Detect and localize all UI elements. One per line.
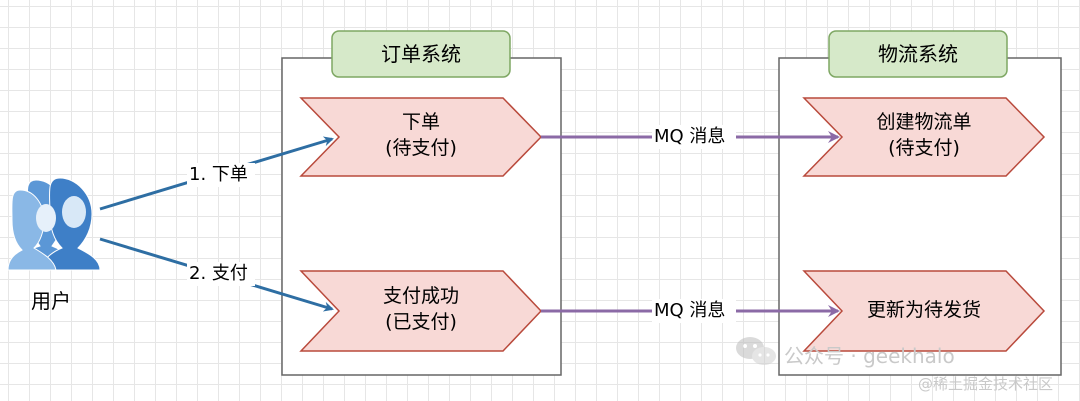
step-payment-success xyxy=(299,270,543,352)
logistics-system-title: 物流系统 xyxy=(878,42,958,66)
mq-label-bg-2 xyxy=(652,299,736,323)
step-update-to-be-shipped-line1: 更新为待发货 xyxy=(866,299,981,321)
step-payment-success-line1: 支付成功 xyxy=(382,285,459,307)
step-create-shipment-line1: 创建物流单 xyxy=(876,111,972,133)
mq-message-label-2: MQ 消息 xyxy=(654,300,726,321)
juejin-watermark: @稀土掘金技术社区 xyxy=(918,375,1054,393)
user-group-icon xyxy=(7,177,101,271)
mq-label-bg-1 xyxy=(652,125,736,149)
step-place-order-line2: (待支付) xyxy=(385,137,457,159)
order-label-bg xyxy=(187,163,255,187)
wechat-watermark: 公众号 · geekhalo xyxy=(784,344,955,368)
logistics-system-title-tab xyxy=(828,30,1008,78)
user-action-place-order-label: 1. 下单 xyxy=(189,164,248,185)
user-action-pay-label: 2. 支付 xyxy=(189,263,248,284)
order-system-title: 订单系统 xyxy=(381,42,461,66)
step-create-shipment xyxy=(802,97,1046,177)
step-create-shipment-line2: (待支付) xyxy=(888,137,960,159)
step-payment-success-line2: (已支付) xyxy=(385,311,457,333)
pay-label-bg xyxy=(187,262,255,286)
wechat-icon xyxy=(736,337,776,365)
mq-message-label-1: MQ 消息 xyxy=(654,126,726,147)
step-place-order xyxy=(299,97,543,177)
step-update-to-be-shipped xyxy=(802,270,1046,352)
step-place-order-line1: 下单 xyxy=(401,111,440,133)
order-system-title-tab xyxy=(331,30,511,78)
user-label: 用户 xyxy=(31,289,71,313)
